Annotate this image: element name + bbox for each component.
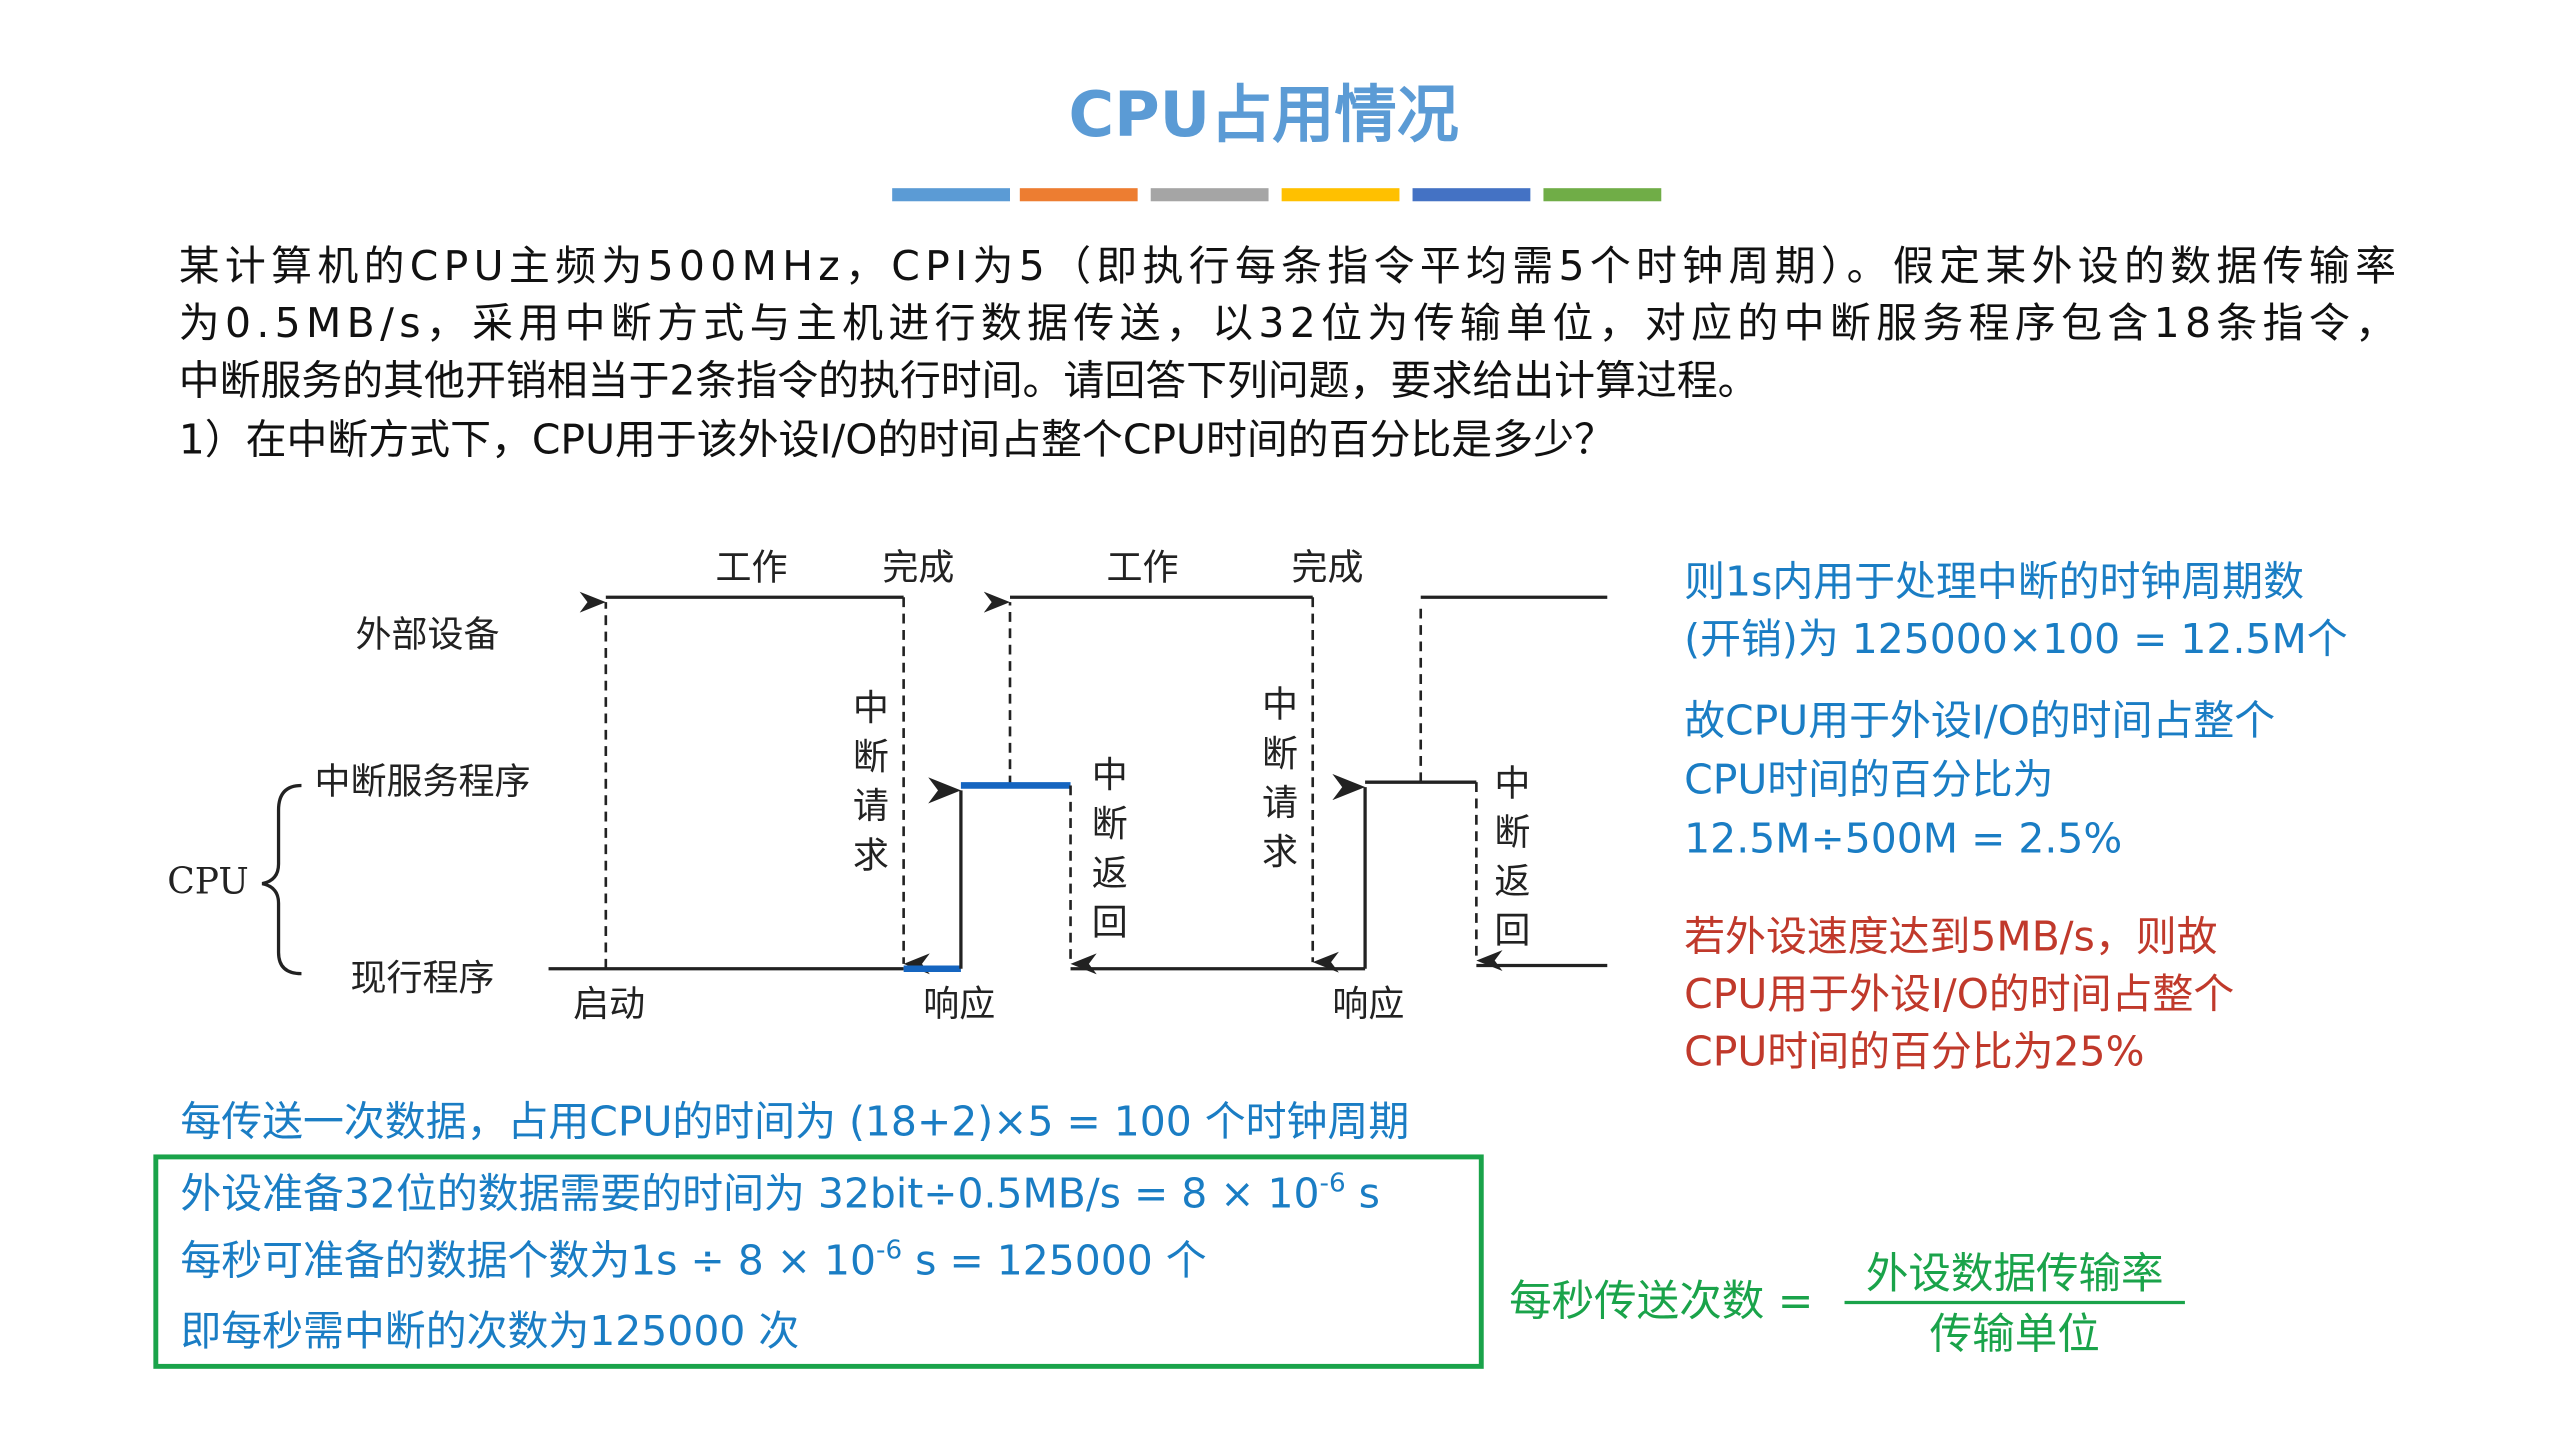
box-line-1: 外设准备32位的数据需要的时间为 32bit÷0.5MB/s = 8 × 10-… [180, 1168, 1380, 1217]
char: 中 [1092, 755, 1128, 796]
char: 求 [1262, 832, 1298, 873]
char: 回 [1494, 911, 1530, 952]
box-line-2: 每秒可准备的数据个数为1s ÷ 8 × 10-6 s = 125000 个 [180, 1235, 1206, 1284]
timing-diagram: 外部设备 中断服务程序 现行程序 CPU 工作 完成 工作 完成 启动 响应 响… [167, 547, 1608, 1025]
per-transfer-text: 每传送一次数据，占用CPU的时间为 (18+2)×5 = 100 个时钟周期 [180, 1098, 1409, 1146]
calculation-box [153, 1154, 1484, 1369]
label-work: 工作 [715, 547, 787, 588]
question-text: 某计算机的CPU主频为500MHz，CPI为5（即执行每条指令平均需5个时钟周期… [179, 242, 2396, 463]
question-line: 1）在中断方式下，CPU用于该外设I/O的时间占整个CPU时间的百分比是多少？ [179, 415, 1615, 463]
char: 断 [853, 737, 889, 778]
exponent: -6 [1320, 1168, 1346, 1198]
formula-lhs: 每秒传送次数 = [1509, 1278, 1813, 1327]
formula-denominator: 传输单位 [1930, 1310, 2100, 1359]
text: 每秒可准备的数据个数为1s ÷ 8 × 10 [180, 1237, 876, 1285]
row-label-device: 外部设备 [355, 614, 499, 655]
label-iret: 中 断 返 回 [1092, 755, 1128, 943]
accent-bars [892, 188, 1662, 202]
text: s [1346, 1170, 1380, 1218]
char: 返 [1092, 853, 1128, 894]
char: 请 [853, 786, 889, 827]
answer-line: CPU时间的百分比为 [1684, 756, 2053, 804]
slide-title: CPU占用情况 [1068, 78, 1458, 151]
accent-bar [1412, 188, 1531, 202]
label-irq: 中 断 请 求 [853, 688, 889, 876]
char: 回 [1092, 902, 1128, 943]
question-line: 为0.5MB/s，采用中断方式与主机进行数据传送，以32位为传输单位，对应的中断… [179, 299, 2396, 347]
box-line-3: 即每秒需中断的次数为125000 次 [180, 1307, 799, 1355]
answer-line: 则1s内用于处理中断的时钟周期数 [1684, 558, 2304, 606]
label-iret: 中 断 返 回 [1494, 763, 1530, 951]
answer-line: 故CPU用于外设I/O的时间占整个 [1684, 697, 2275, 745]
accent-bar [892, 188, 1010, 202]
accent-bar [1543, 188, 1662, 202]
answer-right: 则1s内用于处理中断的时钟周期数 (开销)为 125000×100 = 12.5… [1684, 558, 2347, 1076]
label-start: 启动 [573, 984, 645, 1025]
answer-line-red: CPU时间的百分比为25% [1684, 1027, 2144, 1075]
label-done: 完成 [1291, 547, 1363, 588]
char: 断 [1092, 804, 1128, 845]
row-label-main: 现行程序 [351, 958, 495, 999]
answer-line: 12.5M÷500M = 2.5% [1684, 815, 2122, 863]
question-line: 某计算机的CPU主频为500MHz，CPI为5（即执行每条指令平均需5个时钟周期… [179, 242, 2396, 290]
char: 返 [1494, 861, 1530, 902]
label-respond: 响应 [923, 984, 995, 1025]
formula-numerator: 外设数据传输率 [1866, 1250, 2164, 1299]
accent-bar [1019, 188, 1138, 202]
label-work: 工作 [1107, 547, 1179, 588]
label-done: 完成 [882, 547, 954, 588]
row-label-isr: 中断服务程序 [315, 762, 531, 803]
formula: 每秒传送次数 = 外设数据传输率 传输单位 [1509, 1250, 2185, 1359]
brace [261, 783, 302, 976]
char: 中 [1494, 763, 1530, 804]
answer-line: (开销)为 125000×100 = 12.5M个 [1684, 615, 2347, 663]
accent-bar [1150, 188, 1269, 202]
label-respond: 响应 [1332, 984, 1404, 1025]
char: 请 [1262, 783, 1298, 824]
text: 外设准备32位的数据需要的时间为 32bit÷0.5MB/s = 8 × 10 [180, 1170, 1319, 1218]
label-irq: 中 断 请 求 [1262, 685, 1298, 873]
exponent: -6 [876, 1235, 902, 1265]
char: 求 [853, 835, 889, 876]
answer-line-red: CPU用于外设I/O的时间占整个 [1684, 970, 2234, 1018]
question-line: 中断服务的其他开销相当于2条指令的执行时间。请回答下列问题，要求给出计算过程。 [179, 356, 1759, 404]
row-label-cpu: CPU [167, 861, 248, 902]
char: 中 [1262, 685, 1298, 726]
char: 断 [1262, 734, 1298, 775]
accent-bar [1281, 188, 1400, 202]
answer-line-red: 若外设速度达到5MB/s，则故 [1684, 913, 2217, 961]
char: 断 [1494, 812, 1530, 853]
text: s = 125000 个 [902, 1237, 1207, 1285]
char: 中 [853, 688, 889, 729]
